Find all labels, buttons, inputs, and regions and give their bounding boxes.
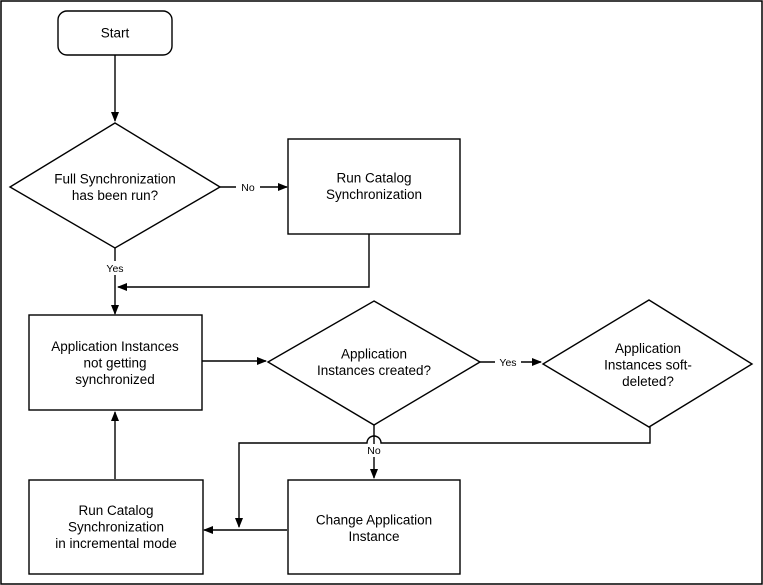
label-line: Change Application [316,512,432,527]
label-line: deleted? [622,374,674,389]
label-line: Full Synchronization [54,171,176,186]
label-line: Application [615,341,681,356]
edge-soft-deleted-to-incremental [235,427,651,528]
label-line: not getting [83,356,146,371]
node-change-app-instance [287,479,461,575]
label-line: Start [101,26,130,41]
node-run-catalog-sync [287,138,461,235]
label-line: Synchronization [326,187,422,202]
label-line: Application [341,346,407,361]
label-line: Synchronization [68,520,164,535]
label-line: has been run? [72,188,158,203]
label-line: Run Catalog [78,503,153,518]
label-line: Instances created? [317,363,431,378]
node-full-sync-question-label: Full Synchronization has been run? [54,171,176,203]
node-app-instances-created-question [266,300,482,426]
edge-run-catalog-to-merge [117,234,370,291]
node-start-label: Start [101,26,130,41]
node-app-instances-soft-deleted-question [541,299,754,428]
label-line: Run Catalog [336,170,411,185]
edge-label-no-created: No [367,445,381,457]
node-run-catalog-sync-incremental [28,479,204,575]
node-full-sync-question [8,122,222,249]
node-app-instances-not-synced [28,314,203,411]
edge-label-yes-created: Yes [499,357,516,369]
label-line: Instances soft- [604,358,692,373]
label-line: Instance [348,529,399,544]
edge-label-no-full-sync: No [241,182,255,194]
node-start [57,10,173,56]
edge-label-yes-full-sync: Yes [106,263,123,275]
label-line: Application Instances [51,339,179,354]
label-line: in incremental mode [55,536,177,551]
label-line: synchronized [75,372,155,387]
